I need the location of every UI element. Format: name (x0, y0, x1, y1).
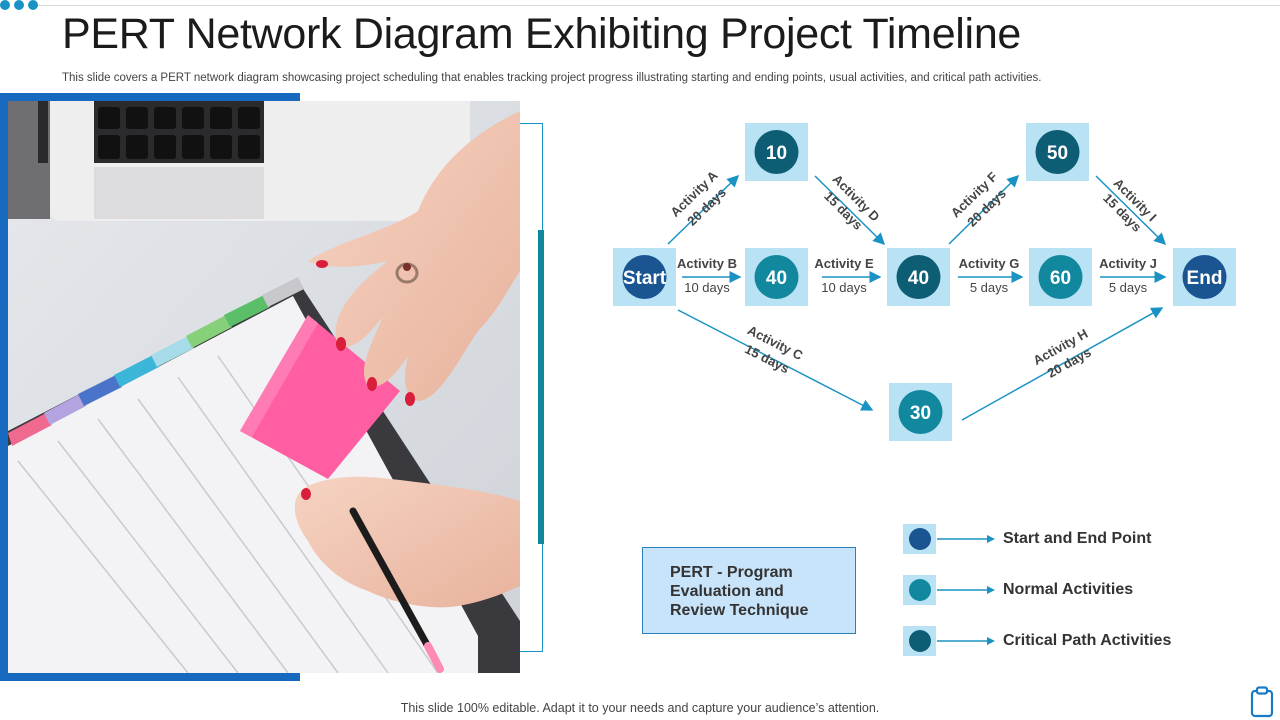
legend-swatch (903, 575, 936, 605)
svg-text:50: 50 (1047, 143, 1068, 164)
activity-b-duration: 10 days (684, 280, 730, 295)
dot (28, 0, 38, 10)
photo-frame-left (0, 93, 8, 681)
clipboard-icon[interactable] (1250, 686, 1274, 718)
edge-activity-a (667, 174, 740, 245)
legend-arrow-icon (937, 535, 995, 543)
activity-g-duration: 5 days (970, 280, 1009, 295)
node-60: 60 (1029, 248, 1092, 306)
pert-definition-line: PERT - Program (670, 564, 793, 581)
activity-b-name: Activity B (677, 256, 737, 271)
legend-swatch (903, 524, 936, 554)
node-30: 30 (889, 383, 952, 441)
photo-frame-top (0, 93, 300, 101)
activity-e-name: Activity E (814, 256, 874, 271)
edge-activity-h (961, 307, 1164, 421)
legend-critical: Critical Path Activities (903, 626, 1171, 656)
svg-text:40: 40 (766, 268, 787, 289)
top-divider (38, 5, 1280, 6)
svg-text:End: End (1187, 268, 1223, 289)
footer-note: This slide 100% editable. Adapt it to yo… (400, 701, 880, 715)
legend-label: Normal Activities (1003, 581, 1134, 598)
edge-activity-c (677, 309, 874, 411)
node-end: End (1173, 248, 1236, 306)
pert-diagram: Start 10 40 40 50 60 (613, 123, 1236, 441)
svg-text:40: 40 (908, 268, 929, 289)
activity-j-duration: 5 days (1109, 280, 1148, 295)
node-50: 50 (1026, 123, 1089, 181)
legend-arrow-icon (937, 586, 995, 594)
pert-definition-line: Evaluation and (670, 583, 784, 600)
activity-e-duration: 10 days (821, 280, 867, 295)
legend-arrow-icon (937, 637, 995, 645)
legend-normal: Normal Activities (903, 575, 1133, 605)
node-10: 10 (745, 123, 808, 181)
svg-text:10: 10 (766, 143, 787, 164)
top-dots-decoration (0, 0, 38, 12)
edge-activity-i (1095, 175, 1167, 246)
svg-text:Start: Start (623, 268, 667, 289)
node-40-normal: 40 (745, 248, 808, 306)
legend-label: Critical Path Activities (1003, 632, 1172, 649)
activity-j-name: Activity J (1099, 256, 1157, 271)
dot (14, 0, 24, 10)
page-title: PERT Network Diagram Exhibiting Project … (62, 10, 1022, 58)
edge-activity-d (814, 175, 886, 246)
activity-g-name: Activity G (959, 256, 1020, 271)
node-start: Start (613, 248, 676, 306)
planning-photo (8, 101, 520, 673)
photo-frame-bottom (0, 673, 300, 681)
legend-swatch (903, 626, 936, 656)
edge-activity-f (948, 174, 1020, 245)
legend-start-end: Start and End Point (903, 524, 1151, 554)
node-40-critical: 40 (887, 248, 950, 306)
dot (0, 0, 10, 10)
svg-text:60: 60 (1050, 268, 1071, 289)
photo-bracket-bar (538, 230, 544, 544)
legend-label: Start and End Point (1003, 530, 1152, 547)
svg-text:30: 30 (910, 403, 931, 424)
photo-illustration (8, 101, 520, 673)
pert-definition-box: PERT - Program Evaluation and Review Tec… (642, 547, 856, 634)
page-subtitle: This slide covers a PERT network diagram… (62, 72, 1042, 84)
pert-definition-line: Review Technique (670, 602, 809, 619)
